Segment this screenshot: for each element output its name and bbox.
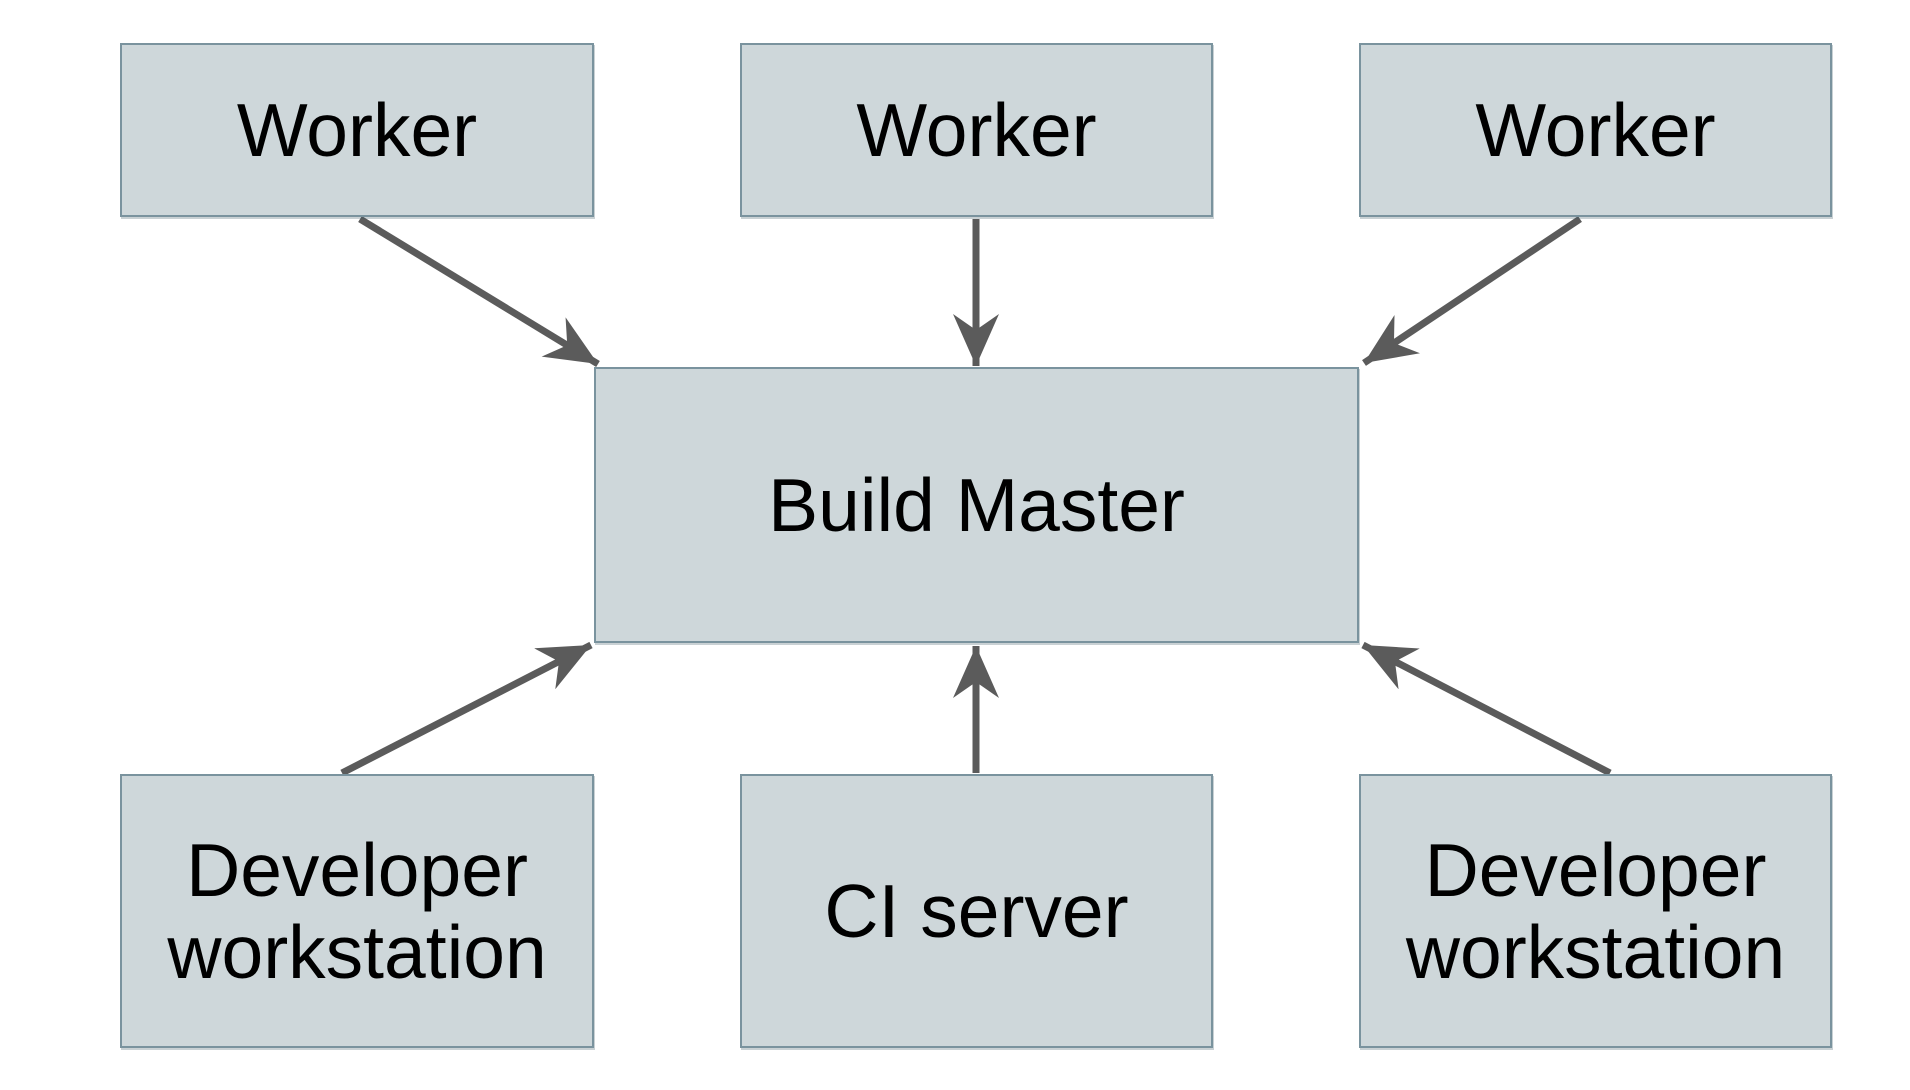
node-worker-2: Worker xyxy=(740,43,1213,217)
node-label: Build Master xyxy=(768,462,1185,547)
node-label: Developer workstation xyxy=(167,827,547,994)
node-label: Worker xyxy=(236,87,478,172)
node-build-master: Build Master xyxy=(594,367,1359,643)
node-worker-1: Worker xyxy=(120,43,594,217)
node-ci-server: CI server xyxy=(740,774,1213,1048)
node-label: Worker xyxy=(1475,87,1716,172)
node-developer-workstation-2: Developer workstation xyxy=(1359,774,1832,1048)
node-label: CI server xyxy=(824,868,1129,953)
edge-developer-workstation-1-to-build-master xyxy=(340,641,593,777)
node-developer-workstation-1: Developer workstation xyxy=(120,774,594,1048)
node-label: Worker xyxy=(856,87,1097,172)
edge-worker-1-to-build-master xyxy=(358,216,600,367)
node-label: Developer workstation xyxy=(1405,827,1786,994)
edge-developer-workstation-2-to-build-master xyxy=(1361,641,1612,777)
edge-worker-3-to-build-master xyxy=(1362,216,1582,366)
node-worker-3: Worker xyxy=(1359,43,1832,217)
